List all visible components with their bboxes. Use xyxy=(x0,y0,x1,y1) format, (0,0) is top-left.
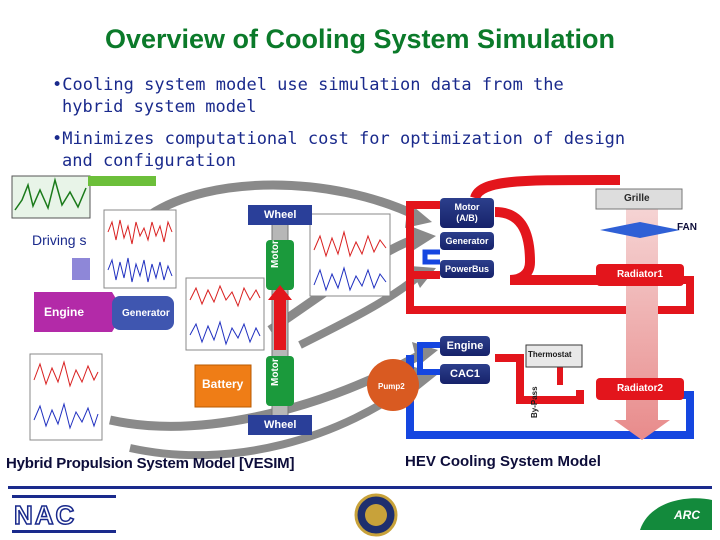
generator-shape xyxy=(112,296,174,330)
driving-cycle-plot-box xyxy=(11,175,91,219)
engine-cooling-box: Engine xyxy=(440,336,490,356)
data-flow-arrow-2-head xyxy=(410,226,436,250)
generator-box: Generator xyxy=(440,232,494,250)
bullet-1-line-2: hybrid system model xyxy=(62,97,257,117)
right-caption: HEV Cooling System Model xyxy=(405,453,601,470)
bullet-2-line-1: •Minimizes computational cost for optimi… xyxy=(52,129,626,149)
wheel-top-body xyxy=(248,205,312,225)
arc-logo: ARC xyxy=(674,508,700,522)
left-caption: Hybrid Propulsion System Model [VESIM] xyxy=(6,455,295,472)
bullet-2: •Minimizes computational cost for optimi… xyxy=(52,128,625,172)
battery-shape xyxy=(194,364,252,408)
thermostat-line xyxy=(495,354,584,404)
nac-logo: NAC xyxy=(13,499,77,531)
power-bus-box: PowerBus xyxy=(440,260,494,278)
plot-3 xyxy=(309,213,391,297)
plot-1 xyxy=(103,209,177,289)
bypass-label: By-Pass xyxy=(530,386,539,418)
driving-arrow xyxy=(72,258,90,280)
engine-shape xyxy=(34,292,124,332)
driving-cycle-plot-line xyxy=(14,177,87,211)
thermostat-label: Thermostat xyxy=(528,350,572,359)
generator-label: Generator xyxy=(122,308,170,319)
motor-bottom-label: Motor xyxy=(270,358,281,386)
red-loop-right xyxy=(494,207,536,285)
wheel-bottom-body xyxy=(248,415,312,435)
page-title: Overview of Cooling System Simulation xyxy=(104,24,616,54)
radiator2-box: Radiator2 xyxy=(596,378,684,400)
motor-top-label: Motor xyxy=(270,240,281,268)
seal-logo-inner xyxy=(365,504,387,526)
red-loop-left xyxy=(406,201,440,279)
data-flow-arrow-1 xyxy=(147,180,417,220)
thermostat-shape xyxy=(525,344,583,368)
wheel-top-label: Wheel xyxy=(264,209,297,221)
red-loop-top xyxy=(470,175,620,201)
pump2-label: Pump2 xyxy=(378,382,405,391)
footer-rule xyxy=(8,486,712,489)
cac1-box: CAC1 xyxy=(440,364,490,384)
radiator1-box: Radiator1 xyxy=(596,264,684,286)
fan-label: FAN xyxy=(677,222,697,233)
nac-logo-bottom-bar xyxy=(12,530,116,533)
power-arrow xyxy=(268,285,292,350)
motor-top-body xyxy=(266,240,294,290)
plot-2 xyxy=(185,277,265,351)
motor-ab-box: Motor (A/B) xyxy=(440,198,494,228)
bullet-1-line-1: •Cooling system model use simulation dat… xyxy=(52,75,564,95)
nac-logo-top-bar xyxy=(12,495,116,498)
grille-label: Grille xyxy=(624,193,650,204)
pump2-shape xyxy=(367,359,419,411)
blue-loop-mid xyxy=(422,249,440,265)
arc-logo-swoosh xyxy=(640,498,712,530)
driving-cycle-label: Driving s xyxy=(32,232,87,248)
battery-label: Battery xyxy=(202,377,244,391)
wheel-bottom-label: Wheel xyxy=(264,419,297,431)
driving-cycle-banner xyxy=(88,176,156,186)
bullet-1: •Cooling system model use simulation dat… xyxy=(52,74,564,118)
grille-shape xyxy=(595,188,683,210)
motor-bottom-body xyxy=(266,356,294,406)
plot-4 xyxy=(29,353,103,441)
bullet-2-line-2: and configuration xyxy=(62,151,236,171)
engine-label: Engine xyxy=(44,305,85,319)
blue-loop-inner xyxy=(417,342,440,375)
fan-shape xyxy=(600,222,680,238)
